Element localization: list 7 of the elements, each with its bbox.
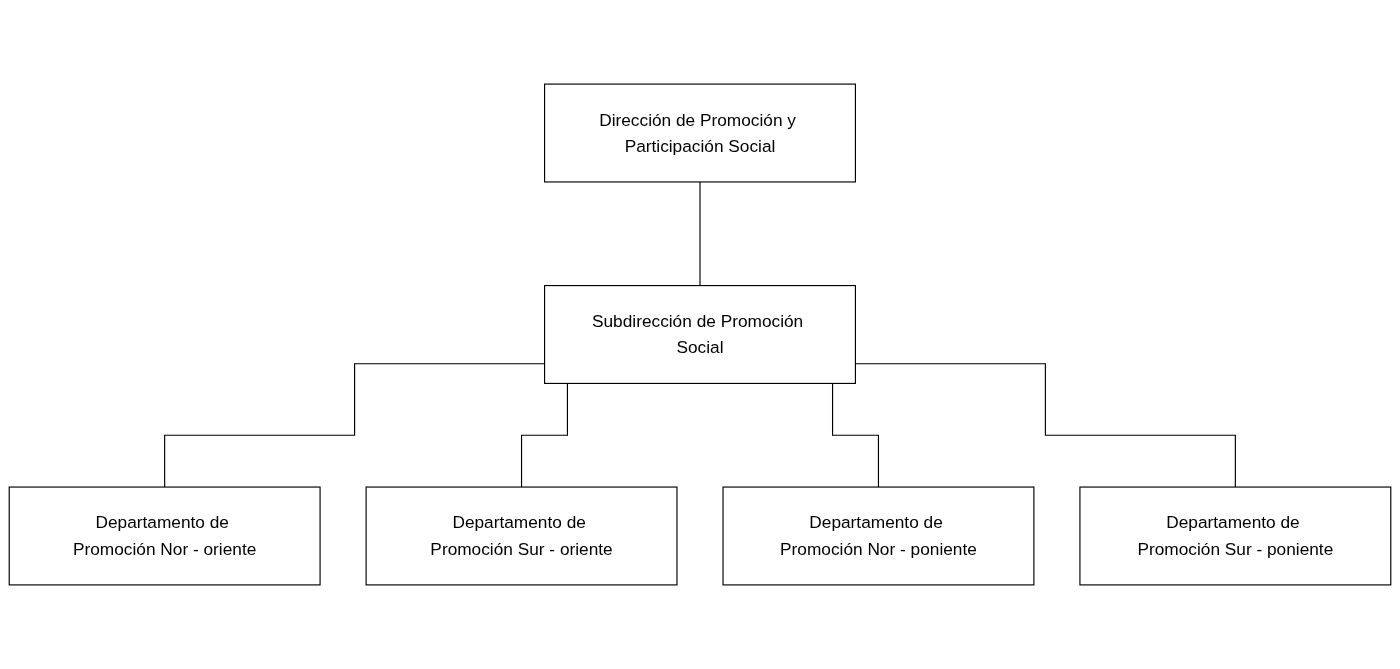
node-box: Departamento de Promoción Nor - poniente bbox=[722, 486, 1035, 586]
node-box: Departamento de Promoción Sur - poniente bbox=[1079, 486, 1392, 586]
connector bbox=[699, 181, 701, 287]
node-box: Departamento de Promoción Sur - oriente bbox=[365, 486, 678, 586]
node-box: Dirección de Promoción y Participación Social bbox=[544, 83, 856, 183]
node-box: Subdirección de Promoción Social bbox=[544, 285, 856, 384]
node-box: Departamento de Promoción Nor - oriente bbox=[8, 486, 321, 586]
